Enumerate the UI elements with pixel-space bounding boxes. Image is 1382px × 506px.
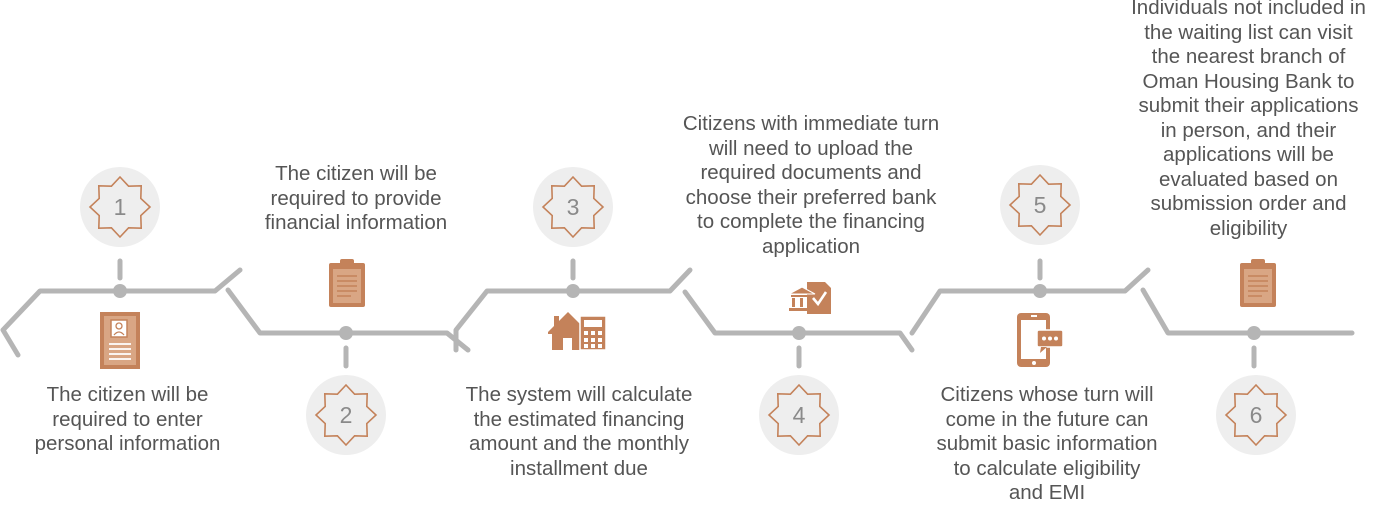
- step-badge-6: 6: [1216, 375, 1296, 455]
- timeline-segment-3: [453, 267, 693, 353]
- step-1-description: The citizen will be required to enter pe…: [34, 383, 221, 455]
- timeline-lines: [0, 258, 1355, 369]
- clipboard-icon: [1239, 258, 1277, 308]
- step-6-description: Individuals not included in the waiting …: [1131, 0, 1366, 240]
- clipboard-icon: [328, 258, 366, 308]
- mobile-chat-icon: [1017, 313, 1064, 367]
- step-number-5: 5: [1034, 192, 1047, 218]
- timeline-segment-4: [682, 289, 915, 353]
- step-number-2: 2: [340, 402, 353, 428]
- timeline-segment-1: [0, 267, 243, 358]
- bank-document-check-icon: [788, 282, 831, 314]
- step-5-description: Citizens whose turn will come in the fut…: [936, 383, 1158, 504]
- step-badge-5: 5: [1000, 165, 1080, 245]
- step-badge-4: 4: [759, 375, 839, 455]
- step-2-description: The citizen will be required to provide …: [264, 162, 448, 234]
- step-badge-3: 3: [533, 167, 613, 247]
- step-number-3: 3: [567, 194, 580, 220]
- timeline-segment-6: [1140, 287, 1355, 336]
- step-4-description: Citizens with immediate turn will need t…: [682, 112, 940, 258]
- timeline-segment-5: [909, 267, 1151, 336]
- timeline-dots: [113, 284, 1261, 340]
- step-3-description: The system will calculate the estimated …: [465, 383, 693, 480]
- step-badge-2: 2: [306, 375, 386, 455]
- step-badge-1: 1: [80, 167, 160, 247]
- step-number-4: 4: [793, 402, 806, 428]
- house-calculator-icon: [548, 312, 607, 351]
- step-number-6: 6: [1250, 402, 1263, 428]
- personal-id-card-icon: [100, 312, 140, 369]
- step-number-1: 1: [114, 194, 127, 220]
